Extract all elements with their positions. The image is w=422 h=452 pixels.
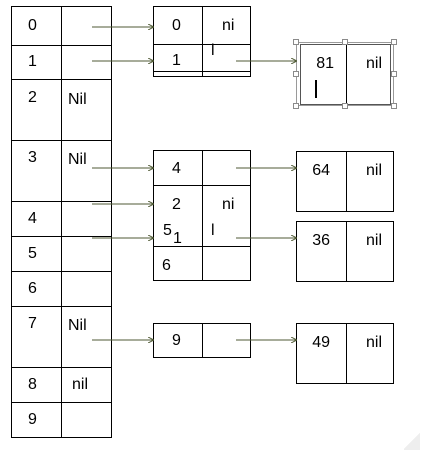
row-value: Nil <box>68 151 87 168</box>
block-row-divider <box>153 71 251 72</box>
node-next: nil <box>365 232 382 249</box>
block-key: 1 <box>172 52 181 69</box>
resize-handle[interactable] <box>293 103 299 109</box>
row-divider <box>11 367 112 368</box>
block-column-divider <box>202 6 203 77</box>
block-key: 0 <box>172 17 181 34</box>
row-index: 9 <box>28 411 37 428</box>
block-key: 2 <box>172 196 181 213</box>
row-divider <box>11 45 112 46</box>
row-divider <box>11 140 112 141</box>
row-value: nil <box>72 376 89 393</box>
node-divider <box>346 323 347 384</box>
row-index: 8 <box>28 376 37 393</box>
block-key: 9 <box>172 332 181 349</box>
block-value: ni <box>222 17 235 34</box>
block-value: l <box>211 222 215 239</box>
row-divider <box>11 236 112 237</box>
node-divider <box>346 221 347 282</box>
resize-handle[interactable] <box>342 39 348 45</box>
node-number: 49 <box>312 334 330 351</box>
row-index: 3 <box>28 149 37 166</box>
block-row-divider <box>153 246 251 247</box>
node-number: 64 <box>312 162 330 179</box>
row-index: 2 <box>28 89 37 106</box>
resize-handle[interactable] <box>342 103 348 109</box>
node-frame <box>296 151 394 212</box>
node-number: 81 <box>316 55 334 72</box>
resize-handle[interactable] <box>293 39 299 45</box>
node-next: nil <box>365 55 382 72</box>
resize-handle[interactable] <box>391 71 397 77</box>
block-key: 6 <box>162 257 171 274</box>
row-divider <box>11 306 112 307</box>
row-index: 0 <box>28 17 37 34</box>
block-key: 5 <box>163 222 172 239</box>
row-value: Nil <box>68 91 87 108</box>
resize-handle[interactable] <box>391 103 397 109</box>
row-index: 4 <box>28 210 37 227</box>
row-index: 1 <box>28 53 37 70</box>
row-index: 6 <box>28 280 37 297</box>
row-index: 5 <box>28 245 37 262</box>
row-value: Nil <box>68 317 87 334</box>
row-divider <box>11 402 112 403</box>
resize-handle[interactable] <box>391 39 397 45</box>
node-next: nil <box>365 334 382 351</box>
block-column-divider <box>202 150 203 281</box>
node-frame <box>296 323 394 384</box>
block-value: l <box>211 42 215 59</box>
node-frame <box>296 221 394 282</box>
node-divider <box>346 44 347 105</box>
row-divider <box>11 79 112 80</box>
block-row-divider <box>153 44 251 45</box>
node-divider <box>346 151 347 212</box>
table-column-divider <box>61 6 62 438</box>
text-cursor <box>315 80 317 98</box>
row-divider <box>11 201 112 202</box>
node-number: 36 <box>312 232 330 249</box>
row-index: 7 <box>28 315 37 332</box>
block-row-divider <box>153 185 251 186</box>
resize-grip[interactable] <box>404 432 420 450</box>
node-next: nil <box>365 162 382 179</box>
block-value: ni <box>222 196 235 213</box>
row-divider <box>11 271 112 272</box>
block-key: 4 <box>172 160 181 177</box>
block-column-divider <box>202 323 203 358</box>
resize-handle[interactable] <box>293 71 299 77</box>
block-key: 1 <box>173 230 182 247</box>
